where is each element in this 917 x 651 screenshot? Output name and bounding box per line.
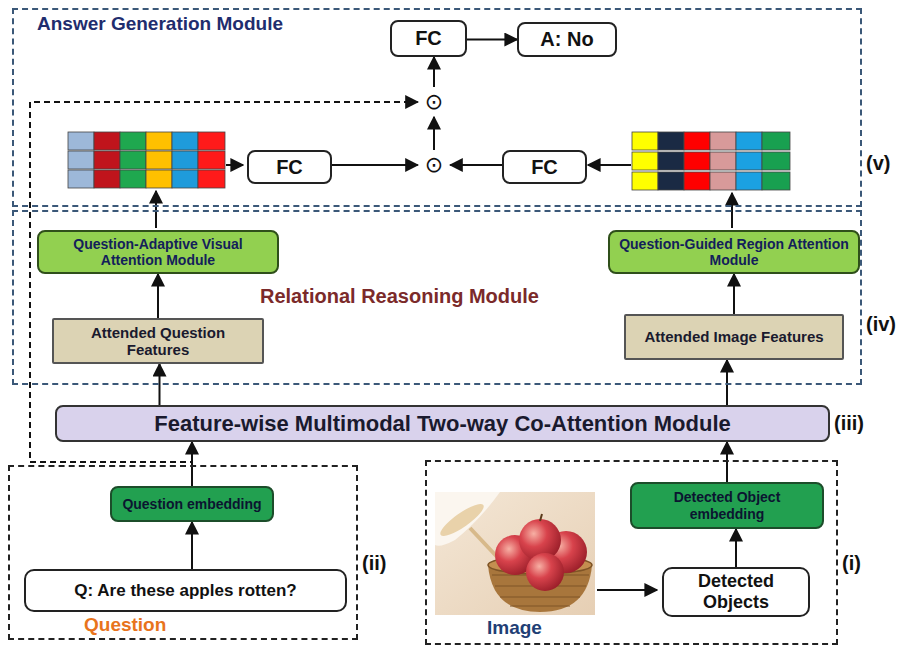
box-label: Detected Object embedding [637, 489, 817, 521]
box-label: Detected Objects [669, 571, 803, 612]
input-region: Image Detected Object embeddingDetected O… [425, 460, 838, 645]
feature-box: Attended Image Features [624, 314, 844, 360]
attention-box: Question-Adaptive Visual Attention Modul… [37, 230, 279, 274]
connector-arrow [726, 442, 728, 482]
feature-grid [632, 132, 790, 190]
feature-box: Attended Question Features [52, 318, 264, 364]
module-title: Image [487, 617, 542, 640]
box-label: Attended Image Features [644, 328, 823, 345]
feature-grid [68, 132, 225, 188]
product-operator: ⊙ [418, 87, 450, 117]
co-attention-band: Feature-wise Multimodal Two-way Co-Atten… [55, 405, 830, 442]
box-label: Feature-wise Multimodal Two-way Co-Atten… [154, 411, 730, 436]
fc-box: FC [390, 20, 467, 57]
connector-arrow [726, 360, 728, 405]
callout-number: (i) [842, 552, 861, 575]
module-region: Answer Generation ModuleFC A: No ⊙ FC ⊙ FC [12, 8, 862, 207]
callout-number: (iii) [834, 412, 864, 435]
product-operator: ⊙ [418, 150, 450, 180]
connector-arrow [433, 117, 435, 150]
connector-arrow [467, 39, 517, 41]
connector-arrow [733, 274, 735, 314]
embedding-box: Detected Object embedding [630, 482, 824, 529]
callout-number: (ii) [362, 552, 386, 575]
box-label: Question embedding [122, 496, 261, 512]
box-label: Question-Adaptive Visual Attention Modul… [44, 236, 272, 268]
connector-arrow [450, 164, 502, 166]
connector-arrow [191, 522, 193, 569]
box-label: ⊙ [425, 91, 443, 113]
answer-box: A: No [517, 22, 617, 57]
attention-box: Question-Guided Region Attention Module [608, 230, 860, 274]
callout-number: (v) [866, 152, 890, 175]
callout-number: (iv) [866, 313, 896, 336]
box-label: A: No [540, 28, 593, 51]
connector-arrow [157, 274, 159, 318]
box-label: FC [415, 27, 442, 50]
module-title: Relational Reasoning Module [260, 284, 539, 308]
connector-arrow [735, 529, 737, 567]
embedding-box: Question embedding [110, 486, 274, 522]
module-region: Relational Reasoning Module Question-Adap… [12, 210, 862, 385]
input-region: Question Question embedding Q: Are these a… [8, 465, 358, 640]
box-label: FC [276, 156, 303, 179]
fc-box: FC [502, 150, 587, 184]
connector-arrow [332, 164, 418, 166]
input-box: Q: Are these apples rotten? [24, 569, 347, 612]
module-title: Question [84, 614, 166, 637]
apple-photo [435, 492, 595, 615]
box-label: ⊙ [425, 154, 443, 176]
box-label: Q: Are these apples rotten? [74, 581, 296, 601]
box-label: Attended Question Features [59, 324, 257, 359]
connector-arrow [433, 57, 435, 87]
module-title: Answer Generation Module [37, 13, 283, 36]
fc-box: FC [247, 150, 332, 184]
box-label: Question-Guided Region Attention Module [615, 236, 853, 268]
input-box: Detected Objects [662, 567, 810, 616]
box-label: FC [531, 156, 558, 179]
